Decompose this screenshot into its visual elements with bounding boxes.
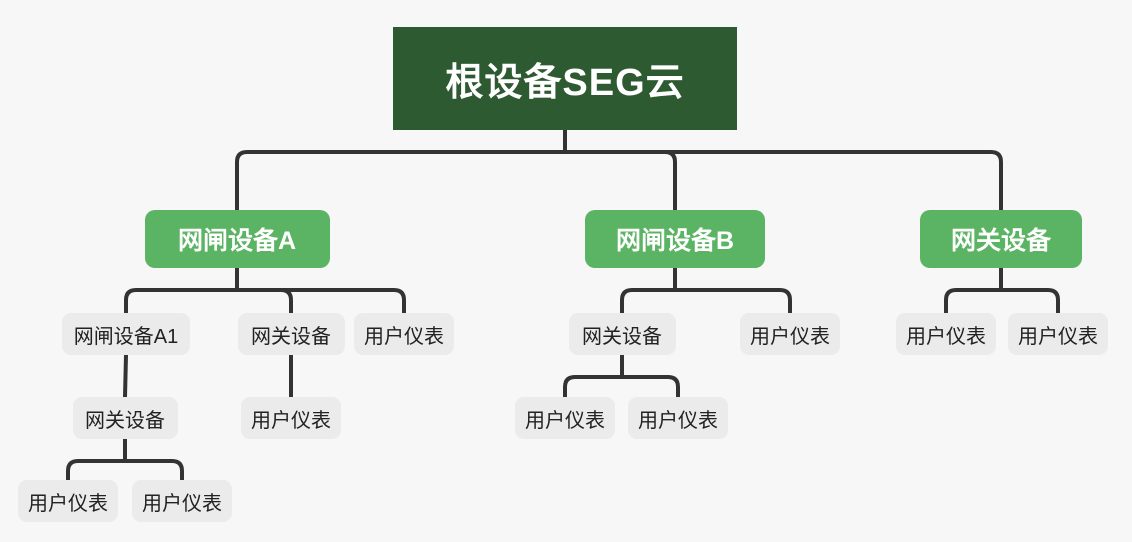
connector-a1-to-a1-gw	[123, 354, 128, 398]
connector-a1-gw-to-a1gw-m1	[66, 439, 127, 480]
connector-a-to-a1	[124, 268, 239, 313]
tree-node-agw-m[interactable]: 用户仪表	[241, 397, 341, 439]
tree-node-a1[interactable]: 网闸设备A1	[62, 313, 190, 355]
tree-node-a1-gw[interactable]: 网关设备	[72, 397, 178, 439]
tree-node-bgw-m2[interactable]: 用户仪表	[628, 397, 728, 439]
connector-gw-to-gw-m2	[999, 268, 1060, 313]
tree-node-a[interactable]: 网闸设备A	[144, 210, 330, 268]
connector-root-to-gw	[563, 130, 1003, 210]
connector-b-to-b-m	[673, 268, 792, 313]
connector-b-gw-to-bgw-m2	[620, 355, 680, 397]
tree-node-a1gw-m2[interactable]: 用户仪表	[132, 480, 232, 522]
tree-node-root[interactable]: 根设备SEG云	[393, 27, 737, 130]
tree-node-a-gw[interactable]: 网关设备	[237, 313, 345, 355]
connector-root-to-b	[563, 130, 677, 210]
tree-node-gw[interactable]: 网关设备	[920, 210, 1082, 268]
tree-node-bgw-m1[interactable]: 用户仪表	[515, 397, 615, 439]
connector-b-gw-to-bgw-m1	[563, 355, 624, 397]
connector-root-to-a	[235, 130, 567, 210]
tree-node-gw-m2[interactable]: 用户仪表	[1008, 313, 1108, 355]
connector-a-to-a-m	[235, 268, 406, 313]
tree-node-b[interactable]: 网闸设备B	[585, 210, 765, 268]
tree-node-b-gw[interactable]: 网关设备	[568, 313, 676, 355]
tree-node-b-m[interactable]: 用户仪表	[740, 313, 840, 355]
connector-gw-to-gw-m1	[944, 268, 1003, 313]
connector-b-to-b-gw	[620, 268, 677, 313]
connector-a1-gw-to-a1gw-m2	[123, 439, 184, 480]
tree-node-a-m[interactable]: 用户仪表	[354, 313, 454, 355]
tree-node-a1gw-m1[interactable]: 用户仪表	[18, 480, 118, 522]
tree-node-gw-m1[interactable]: 用户仪表	[896, 313, 996, 355]
